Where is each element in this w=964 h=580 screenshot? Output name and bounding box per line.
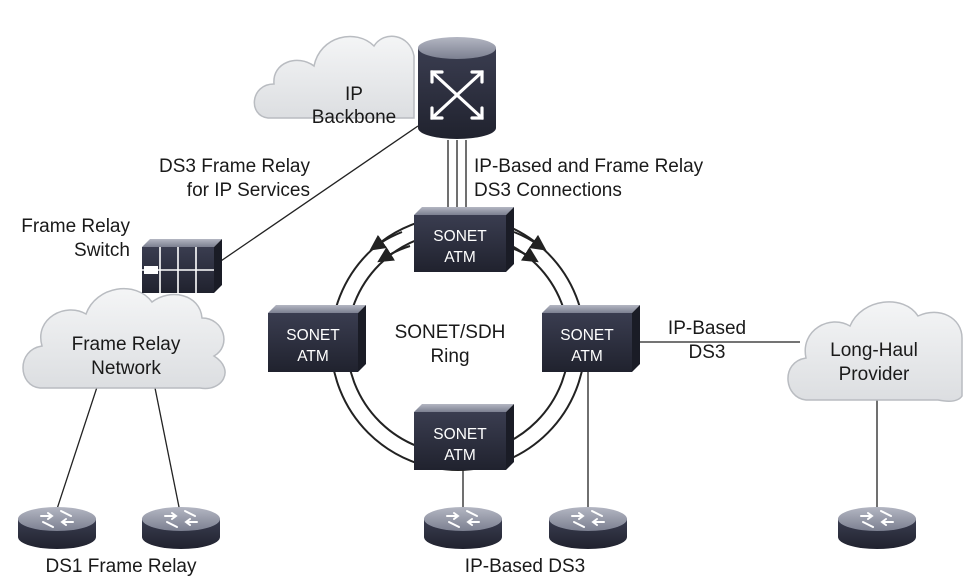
crossed-arrows-icon bbox=[430, 70, 484, 120]
routers bbox=[18, 507, 916, 549]
node-label: SONET bbox=[560, 327, 614, 344]
link-label-line: IP-Based and Frame Relay bbox=[474, 156, 704, 177]
cloud-long-haul-provider: Long-Haul Provider bbox=[787, 301, 963, 402]
ds3-frame-relay-label: DS3 Frame Relay for IP Services bbox=[159, 156, 310, 201]
node-label: SONET bbox=[433, 228, 487, 245]
ip-based-ds3-link-label: IP-Based DS3 bbox=[668, 318, 746, 363]
link-label-line: DS3 Connections bbox=[474, 180, 622, 201]
link-label-line: for IP Services bbox=[187, 180, 310, 201]
cloud-label: Backbone bbox=[312, 107, 397, 128]
cloud-ip-backbone: IP Backbone bbox=[253, 35, 415, 128]
cloud-label: IP bbox=[345, 84, 363, 105]
ring-arrow bbox=[377, 245, 411, 263]
cloud-label: Provider bbox=[839, 364, 910, 385]
router-icon bbox=[142, 507, 220, 549]
device-label-line: Switch bbox=[74, 240, 130, 261]
sonet-atm-left: SONET ATM bbox=[268, 305, 366, 372]
router-icon bbox=[549, 507, 627, 549]
link-label-line: DS3 Frame Relay bbox=[159, 156, 310, 177]
ring-label: SONET/SDH Ring bbox=[395, 322, 506, 367]
ds3-frame-relay-link bbox=[214, 125, 419, 266]
cloud-label: Frame Relay bbox=[72, 334, 181, 355]
node-label: ATM bbox=[444, 447, 476, 464]
ip-based-frame-relay-label: IP-Based and Frame Relay DS3 Connections bbox=[474, 156, 704, 201]
sonet-atm-right: SONET ATM bbox=[542, 305, 640, 372]
link-label-line: DS3 bbox=[689, 342, 726, 363]
ds1-frame-relay-label: DS1 Frame Relay bbox=[46, 556, 197, 577]
ring-arrow bbox=[513, 231, 547, 251]
node-label: ATM bbox=[444, 249, 476, 266]
sonet-atm-top: SONET ATM bbox=[414, 207, 514, 272]
cloud-frame-relay-network: Frame Relay Network bbox=[22, 287, 226, 390]
core-switch bbox=[418, 37, 496, 139]
node-label: SONET bbox=[286, 327, 340, 344]
router-icon bbox=[424, 507, 502, 549]
link-label-line: IP-Based bbox=[668, 318, 746, 339]
ring-label-line: Ring bbox=[430, 346, 469, 367]
node-label: SONET bbox=[433, 426, 487, 443]
cloud-label: Long-Haul bbox=[830, 340, 918, 361]
fr-network-to-router-1 bbox=[55, 377, 101, 513]
frame-relay-switch bbox=[142, 239, 222, 293]
ip-based-ds3-label: IP-Based DS3 bbox=[465, 556, 585, 577]
connection-lines bbox=[55, 125, 878, 513]
router-icon bbox=[18, 507, 96, 549]
ring-arrow bbox=[369, 231, 403, 251]
node-label: ATM bbox=[571, 348, 603, 365]
device-label-line: Frame Relay bbox=[21, 216, 130, 237]
sonet-atm-bottom: SONET ATM bbox=[414, 404, 514, 470]
router-icon bbox=[838, 507, 916, 549]
frame-relay-switch-label: Frame Relay Switch bbox=[21, 216, 130, 261]
fr-network-to-router-2 bbox=[152, 377, 181, 513]
node-label: ATM bbox=[297, 348, 329, 365]
ring-label-line: SONET/SDH bbox=[395, 322, 506, 343]
cloud-label: Network bbox=[91, 358, 161, 379]
